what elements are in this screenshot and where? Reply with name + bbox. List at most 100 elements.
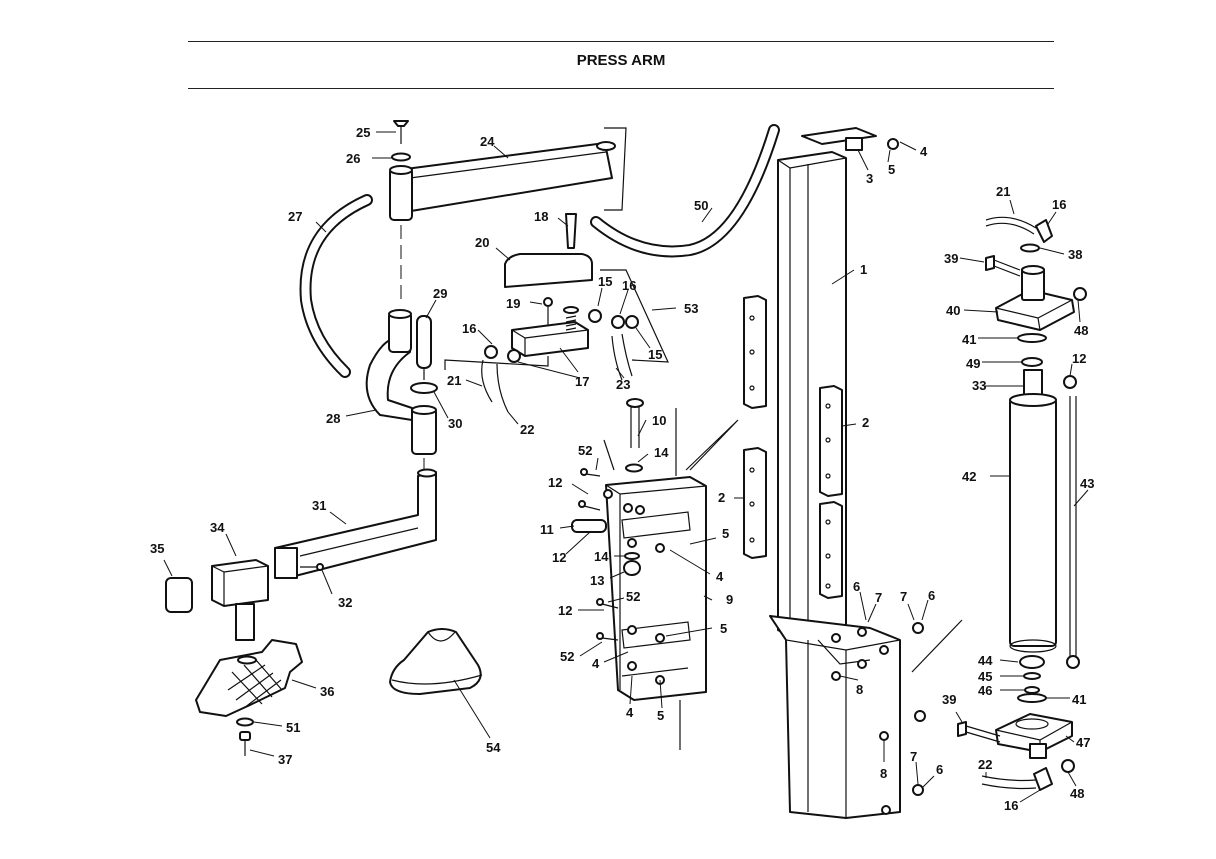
part-screw-25: [393, 120, 409, 144]
callout-label: 47: [1076, 735, 1090, 750]
callout-label: 27: [288, 209, 302, 224]
callout-label: 46: [978, 683, 992, 698]
part-nut-48b: [1061, 759, 1075, 773]
part-guides-2: [743, 295, 843, 599]
callout-label: 36: [320, 684, 334, 699]
part-screw-19: [543, 297, 553, 326]
part-cylinder-42: [1009, 393, 1057, 653]
part-seal-45: [1023, 672, 1041, 680]
part-spring: [563, 306, 579, 331]
part-plate-3: [801, 127, 877, 151]
callout-label: 34: [210, 520, 225, 535]
callout-label: 39: [942, 692, 956, 707]
callout-label: 10: [652, 413, 666, 428]
part-washer-51: [236, 717, 254, 727]
callout-label: 5: [722, 526, 729, 541]
callout-label: 4: [626, 705, 634, 720]
part-screw-5a: [887, 138, 899, 150]
callout-label: 40: [946, 303, 960, 318]
part-tie-rod-43: [1066, 396, 1080, 669]
callout-label: 52: [626, 589, 640, 604]
callout-label: 5: [720, 621, 727, 636]
callout-label: 50: [694, 198, 708, 213]
callout-label: 6: [928, 588, 935, 603]
callout-label: 15: [648, 347, 662, 362]
header-bottom-rule: [188, 88, 1054, 89]
part-cap-35: [165, 577, 193, 613]
callout-label: 35: [150, 541, 164, 556]
part-small-screws: [578, 439, 665, 685]
part-washer-30: [410, 382, 438, 394]
callout-label: 12: [552, 550, 566, 565]
header-top-rule: [188, 41, 1054, 42]
callout-label: 6: [853, 579, 860, 594]
part-bracket-28: [365, 309, 437, 455]
callout-label: 28: [326, 411, 340, 426]
callout-label: 22: [520, 422, 534, 437]
part-bolt-10: [626, 398, 644, 448]
page-title: PRESS ARM: [576, 52, 666, 69]
callout-label: 17: [575, 374, 589, 389]
part-hose-22b: [981, 775, 1037, 790]
part-block-34: [211, 559, 269, 641]
callout-label: 16: [1052, 197, 1066, 212]
part-washer-26: [391, 152, 411, 162]
part-hose-27: [299, 194, 373, 378]
callout-label: 16: [462, 321, 476, 336]
callout-label: 14: [654, 445, 669, 460]
callout-label: 24: [480, 134, 495, 149]
part-piston-44: [1019, 655, 1045, 669]
callout-label: 21: [996, 184, 1010, 199]
callout-label: 42: [962, 469, 976, 484]
part-bracket-53: [600, 269, 669, 363]
callout-label: 1: [860, 262, 867, 277]
callout-label: 9: [726, 592, 733, 607]
callout-label: 2: [862, 415, 869, 430]
callout-label: 41: [1072, 692, 1086, 707]
callout-label: 51: [286, 720, 300, 735]
callout-label: 3: [866, 171, 873, 186]
part-screw-32: [300, 563, 324, 571]
part-knob-18: [565, 213, 577, 249]
callout-label: 31: [312, 498, 326, 513]
callout-label: 12: [558, 603, 572, 618]
part-rod-33: [1023, 369, 1043, 397]
callout-label: 23: [616, 377, 630, 392]
callout-label: 7: [900, 589, 907, 604]
callout-label: 54: [486, 740, 501, 755]
callout-label: 18: [534, 209, 548, 224]
part-base-column: [769, 615, 963, 819]
callout-label: 48: [1074, 323, 1088, 338]
part-screw-39a: [985, 255, 1021, 277]
callout-label: 48: [1070, 786, 1084, 801]
part-fitting-16c: [1035, 219, 1053, 243]
part-block-17: [511, 321, 589, 357]
callout-label: 8: [856, 682, 863, 697]
callout-label: 33: [972, 378, 986, 393]
part-nut-48a: [1073, 287, 1087, 301]
callout-label: 21: [447, 373, 461, 388]
callout-label: 37: [278, 752, 292, 767]
callout-label: 13: [590, 573, 604, 588]
part-hose-21b: [985, 216, 1037, 235]
callout-label: 38: [1068, 247, 1082, 262]
part-seal-41b: [1017, 693, 1047, 703]
callout-label: 19: [506, 296, 520, 311]
part-screw-39b: [957, 721, 1001, 743]
part-base-47: [995, 713, 1073, 759]
callout-label: 14: [594, 549, 609, 564]
callout-label: 32: [338, 595, 352, 610]
callout-label: 5: [888, 162, 895, 177]
callout-label: 29: [433, 286, 447, 301]
callout-label: 8: [880, 766, 887, 781]
callout-label: 20: [475, 235, 489, 250]
part-arm-24: [389, 127, 627, 221]
callout-label: 44: [978, 653, 993, 668]
callout-label: 12: [1072, 351, 1086, 366]
callout-label: 52: [578, 443, 592, 458]
part-cover-20: [504, 253, 593, 288]
callout-label: 52: [560, 649, 574, 664]
part-pin-29: [416, 315, 432, 380]
callout-label: 49: [966, 356, 980, 371]
